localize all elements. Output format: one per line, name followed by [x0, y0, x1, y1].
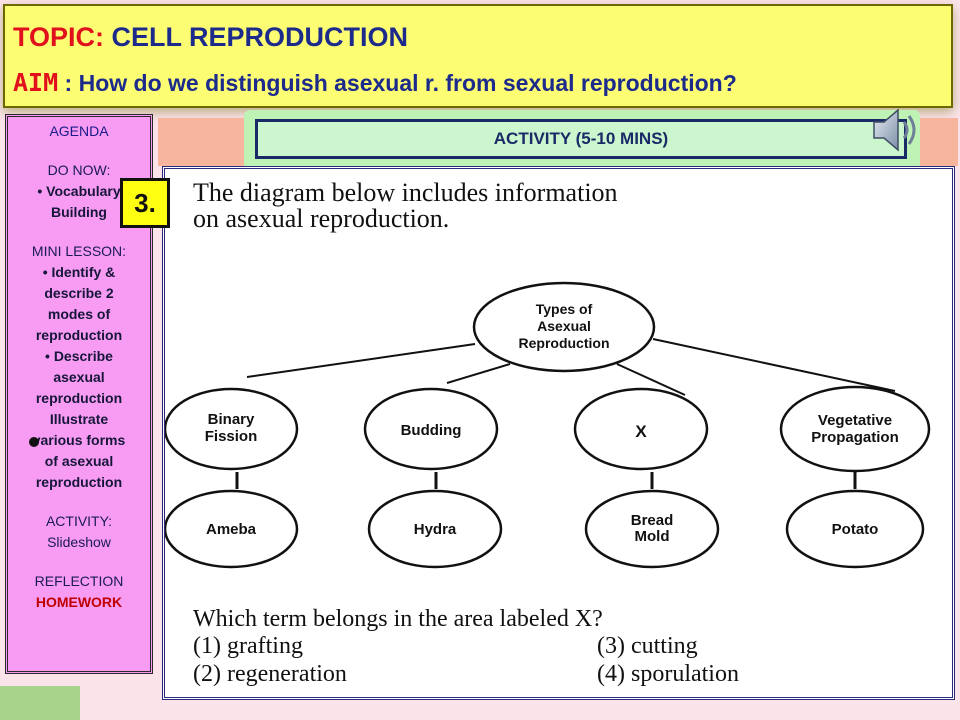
- choice-3: (3) cutting: [597, 633, 698, 659]
- agenda-mini-item: modes of: [47, 306, 111, 322]
- root-node-label: Asexual: [537, 318, 591, 334]
- agenda-mini-item: various forms: [32, 432, 126, 448]
- diagram-intro-line-2: on asexual reproduction.: [193, 204, 449, 233]
- example-node-label: Hydra: [414, 521, 457, 538]
- connector-line: [446, 363, 511, 384]
- connector-line: [246, 343, 476, 378]
- diagram-frame: The diagram below includes information o…: [162, 166, 955, 700]
- choice-4: (4) sporulation: [597, 661, 739, 687]
- diagram-intro-line-1: The diagram below includes information: [193, 178, 618, 207]
- aim-label: AIM: [13, 68, 59, 97]
- type-node: [165, 387, 299, 471]
- type-node: [779, 385, 931, 473]
- type-node: [573, 387, 709, 471]
- asexual-reproduction-diagram: The diagram below includes information o…: [165, 178, 931, 687]
- agenda-mini-lesson: MINI LESSON:: [31, 243, 127, 259]
- example-node-label: Ameba: [206, 521, 257, 538]
- agenda-mini-item: reproduction: [35, 327, 123, 343]
- agenda-mini-item: • Describe: [45, 348, 113, 364]
- choice-2: (2) regeneration: [193, 661, 347, 687]
- example-node: [165, 489, 299, 569]
- type-node: [363, 387, 499, 471]
- connector-line: [652, 338, 896, 392]
- agenda-mini-item: of asexual: [44, 453, 114, 469]
- agenda-mini-item: reproduction: [35, 474, 123, 490]
- root-node-label: Types of: [536, 301, 593, 317]
- type-node-label: Budding: [401, 422, 462, 439]
- topic-colon: :: [95, 22, 105, 52]
- choice-1: (1) grafting: [193, 633, 303, 659]
- agenda-do-now: DO NOW:: [47, 162, 111, 178]
- example-node-label: Bread: [631, 512, 674, 529]
- agenda-activity-item: Slideshow: [47, 534, 111, 550]
- slide-number: 3.: [134, 187, 156, 218]
- topic-label: TOPIC: [13, 22, 96, 52]
- type-node-label: Fission: [205, 428, 258, 445]
- aim-text: : How do we distinguish asexual r. from …: [58, 70, 737, 96]
- example-node: [367, 489, 503, 569]
- slide-header: TOPIC: CELL REPRODUCTION AIM : How do we…: [3, 4, 953, 108]
- example-node: [785, 489, 925, 569]
- root-node: [472, 281, 656, 373]
- agenda-activity: ACTIVITY:: [45, 513, 113, 529]
- type-node-label: Binary: [208, 411, 255, 428]
- example-node-label: Potato: [832, 521, 879, 538]
- agenda-homework: HOMEWORK: [35, 594, 123, 610]
- root-node-label: Reproduction: [519, 335, 610, 351]
- activity-label: ACTIVITY (5-10 MINS): [493, 129, 669, 148]
- agenda-mini-item: Illustrate: [49, 411, 109, 427]
- speaker-icon[interactable]: [866, 104, 924, 156]
- slide-number-badge: 3.: [120, 178, 170, 228]
- type-node-label: Vegetative: [818, 412, 892, 429]
- bottom-color-strip: [0, 686, 80, 720]
- activity-title-bar: ACTIVITY (5-10 MINS): [255, 119, 907, 159]
- question-text: Which term belongs in the area labeled X…: [193, 606, 603, 632]
- bullet-dot-icon: [29, 437, 39, 447]
- agenda-mini-item: reproduction: [35, 390, 123, 406]
- agenda-title: AGENDA: [49, 123, 109, 139]
- connector-line: [616, 363, 686, 396]
- type-node-label: X: [635, 422, 647, 441]
- agenda-do-now-item: Building: [51, 204, 107, 220]
- agenda-do-now-item: • Vocabulary: [37, 183, 121, 199]
- example-node: [584, 489, 720, 569]
- agenda-mini-item: asexual: [53, 369, 105, 385]
- type-node-label: Propagation: [811, 429, 899, 446]
- agenda-mini-item: describe 2: [44, 285, 114, 301]
- agenda-reflection: REFLECTION: [34, 573, 124, 589]
- example-node-label: Mold: [635, 528, 670, 545]
- aim-line: AIM : How do we distinguish asexual r. f…: [13, 68, 737, 97]
- topic-text: CELL REPRODUCTION: [104, 22, 409, 52]
- topic-line: TOPIC: CELL REPRODUCTION: [13, 22, 408, 53]
- agenda-mini-item: • Identify &: [42, 264, 116, 280]
